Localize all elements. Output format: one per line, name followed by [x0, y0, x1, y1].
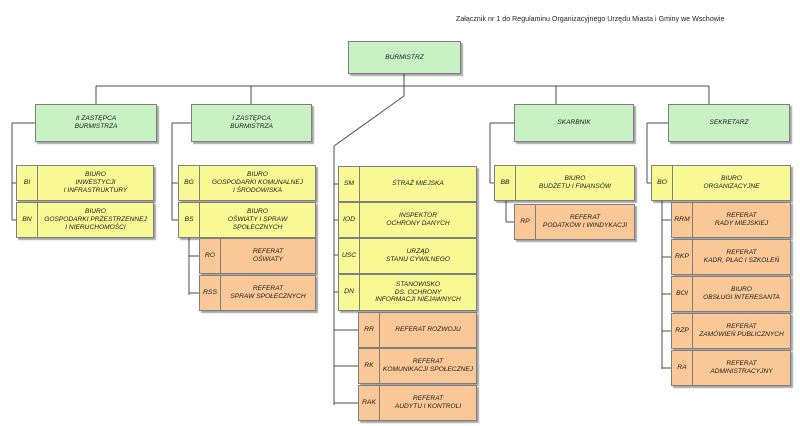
unit-code: RA	[672, 351, 693, 385]
unit-sm: SM STRAŻ MIEJSKA	[338, 166, 477, 202]
unit-code: BS	[179, 203, 200, 237]
unit-boi: BOI BIURO OBSŁUGI INTERESANTA	[671, 276, 791, 312]
unit-name: REFERAT OŚWIATY	[252, 248, 284, 263]
document-caption: Załącznik nr 1 do Regulaminu Organizacyj…	[456, 16, 725, 23]
unit-code: RRM	[672, 203, 693, 237]
unit-code: RAK	[359, 386, 380, 420]
unit-dn: DN STANOWISKO DS. OCHRONY INFORMACJI NIE…	[338, 274, 477, 311]
unit-code: RSS	[200, 276, 221, 310]
unit-code: BI	[17, 166, 38, 200]
ii-zastepca-label: II ZASTĘPCA BURMISTRZA	[74, 115, 118, 130]
unit-rr: RR REFERAT ROZWOJU	[358, 312, 477, 348]
unit-rss: RSS REFERAT SPRAW SPOŁECZNYCH	[199, 275, 316, 311]
unit-name: REFERAT KADR, PŁAC I SZKOLEŃ	[703, 249, 780, 264]
unit-name: REFERAT ADMINISTRACYJNY	[710, 360, 773, 375]
ii-zastepca-box: II ZASTĘPCA BURMISTRZA	[35, 104, 157, 142]
unit-bo: BO BIURO ORGANIZACYJNE	[651, 165, 791, 201]
unit-code: IOD	[339, 203, 360, 237]
unit-code: BOI	[672, 277, 693, 311]
unit-name: REFERAT RADY MIEJSKIEJ	[714, 212, 769, 227]
unit-name: REFERAT SPRAW SPOŁECZNYCH	[230, 285, 306, 300]
unit-name: BIURO GOSPODARKI PRZESTRZENNEJ I NIERUCH…	[44, 208, 147, 231]
unit-code: RO	[200, 239, 221, 273]
unit-bb: BB BIURO BUDŻETU I FINANSÓW	[494, 165, 635, 201]
unit-name: BIURO GOSPODARKI KOMUNALNEJ I ŚRODOWISKA	[211, 171, 304, 194]
unit-bs: BS BIURO OŚWIATY I SPRAW SPOŁECZNYCH	[178, 202, 316, 238]
unit-iod: IOD INSPEKTOR OCHRONY DANYCH	[338, 202, 477, 238]
unit-name: REFERAT KOMUNIKACJI SPOŁECZNEJ	[382, 358, 474, 373]
unit-name: INSPEKTOR OCHRONY DANYCH	[386, 212, 450, 227]
unit-code: BB	[495, 166, 516, 200]
unit-code: RP	[515, 205, 536, 239]
unit-name: REFERAT PODATKÓW I WINDYKACJI	[542, 214, 628, 229]
unit-name: STRAŻ MIEJSKA	[392, 180, 444, 188]
unit-rk: RK REFERAT KOMUNIKACJI SPOŁECZNEJ	[358, 348, 477, 384]
sekretarz-label: SEKRETARZ	[709, 119, 749, 127]
unit-bi: BI BIURO INWESTYCJI I INFRASTRUKTURY	[16, 165, 154, 201]
sekretarz-box: SEKRETARZ	[668, 104, 790, 142]
burmistrz-label: BURMISTRZ	[385, 53, 424, 61]
unit-rak: RAK REFERAT AUDYTU I KONTROLI	[358, 385, 477, 421]
unit-rkp: RKP REFERAT KADR, PŁAC I SZKOLEŃ	[671, 239, 791, 275]
unit-ra: RA REFERAT ADMINISTRACYJNY	[671, 350, 791, 386]
unit-code: BG	[179, 166, 200, 200]
unit-name: URZĄD STANU CYWILNEGO	[386, 248, 450, 263]
unit-rp: RP REFERAT PODATKÓW I WINDYKACJI	[514, 204, 635, 240]
unit-name: REFERAT AUDYTU I KONTROLI	[394, 395, 462, 410]
unit-code: BO	[652, 166, 673, 200]
skarbnik-label: SKARBNIK	[557, 119, 591, 127]
i-zastepca-label: I ZASTĘPCA BURMISTRZA	[230, 115, 273, 130]
unit-name: REFERAT ROZWOJU	[395, 326, 461, 334]
unit-name: BIURO OBSŁUGI INTERESANTA	[703, 286, 780, 301]
unit-code: RK	[359, 349, 380, 383]
unit-code: DN	[339, 275, 360, 310]
unit-code: RR	[359, 313, 380, 347]
unit-code: BN	[17, 203, 38, 237]
skarbnik-box: SKARBNIK	[514, 104, 634, 142]
unit-ro: RO REFERAT OŚWIATY	[199, 238, 316, 274]
i-zastepca-box: I ZASTĘPCA BURMISTRZA	[191, 104, 312, 142]
burmistrz-box: BURMISTRZ	[348, 41, 461, 74]
unit-name: STANOWISKO DS. OCHRONY INFORMACJI NIEJAW…	[375, 280, 461, 304]
unit-code: USC	[339, 239, 360, 273]
unit-rzp: RZP REFERAT ZAMÓWIEŃ PUBLICZNYCH	[671, 313, 791, 349]
unit-code: RZP	[672, 314, 693, 348]
unit-name: BIURO ORGANIZACYJNE	[703, 175, 760, 190]
unit-bg: BG BIURO GOSPODARKI KOMUNALNEJ I ŚRODOWI…	[178, 165, 316, 201]
unit-name: BIURO INWESTYCJI I INFRASTRUKTURY	[63, 171, 128, 194]
unit-name: BIURO BUDŻETU I FINANSÓW	[538, 175, 612, 190]
unit-code: RKP	[672, 240, 693, 274]
unit-usc: USC URZĄD STANU CYWILNEGO	[338, 238, 477, 274]
unit-bn: BN BIURO GOSPODARKI PRZESTRZENNEJ I NIER…	[16, 202, 154, 238]
unit-name: BIURO OŚWIATY I SPRAW SPOŁECZNYCH	[227, 208, 288, 231]
unit-code: SM	[339, 167, 360, 201]
unit-rrm: RRM REFERAT RADY MIEJSKIEJ	[671, 202, 791, 238]
unit-name: REFERAT ZAMÓWIEŃ PUBLICZNYCH	[699, 323, 784, 338]
